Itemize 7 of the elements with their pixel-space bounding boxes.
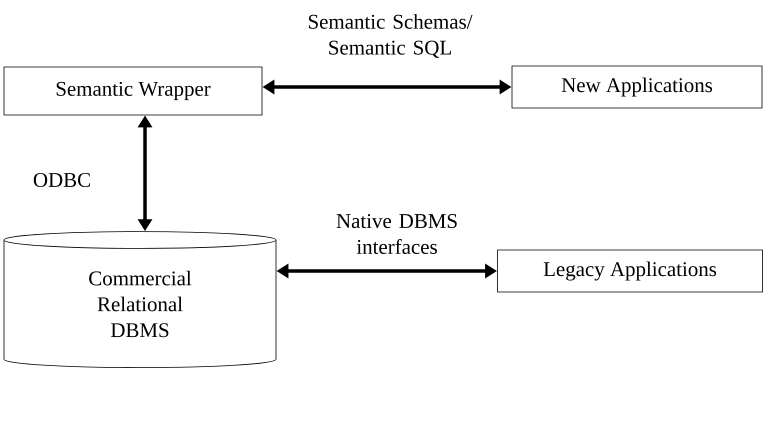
process-box: Legacy Applications — [497, 250, 763, 292]
process-box: Semantic Wrapper — [4, 66, 262, 116]
edge-label: Native DBMS interfaces — [336, 214, 457, 254]
database-cylinder: Commercial Relational DBMS — [4, 231, 276, 368]
edge-label: Semantic Schemas/ Semantic SQL — [308, 14, 473, 58]
edge-label: ODBC — [34, 172, 90, 188]
process-box: New Applications — [512, 66, 762, 108]
